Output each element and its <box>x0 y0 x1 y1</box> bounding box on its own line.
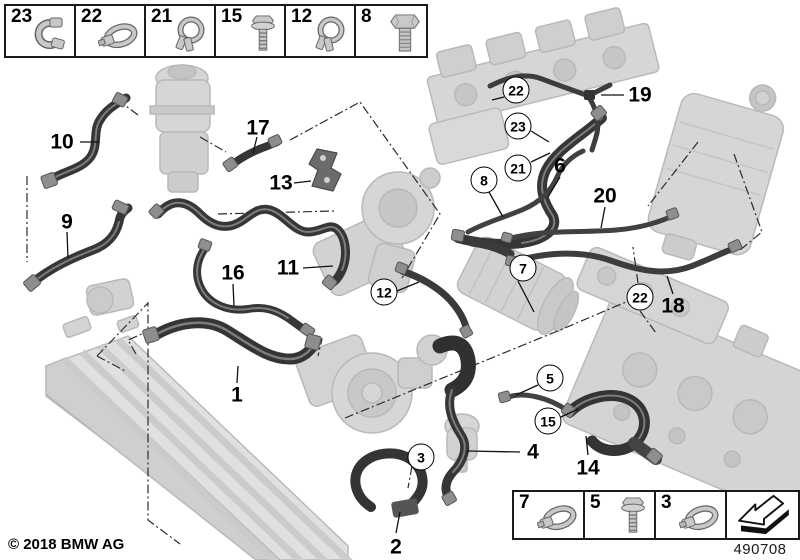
spring-clamp-icon <box>315 16 345 52</box>
callout-6[interactable]: 6 <box>554 154 566 178</box>
radiator <box>45 315 353 560</box>
hex-bolt-icon <box>390 14 420 52</box>
callout-17[interactable]: 17 <box>246 116 270 140</box>
legend-bottom-item-7[interactable]: 7 <box>514 492 585 538</box>
callout-20[interactable]: 20 <box>593 184 617 208</box>
callout-circled-22[interactable]: 22 <box>502 76 530 104</box>
clip-clamp-icon <box>34 17 65 50</box>
coolant-pump <box>294 334 448 434</box>
callout-circled-21[interactable]: 21 <box>504 154 532 182</box>
hose-clamp-icon <box>678 505 719 531</box>
legend-part-number: 23 <box>11 6 33 27</box>
callout-1[interactable]: 1 <box>231 383 243 407</box>
hose-clamp-icon <box>97 23 138 49</box>
legend-top-item-23[interactable]: 23 <box>6 6 76 56</box>
callout-11[interactable]: 11 <box>276 256 300 280</box>
legend-bottom-item-arrow[interactable] <box>727 492 798 538</box>
diagram-number: 490708 <box>733 541 787 558</box>
callout-circled-7[interactable]: 7 <box>509 254 537 282</box>
callout-16[interactable]: 16 <box>221 261 245 285</box>
intercooler <box>456 236 580 335</box>
legend-top-item-22[interactable]: 22 <box>76 6 146 56</box>
legend-part-number: 22 <box>81 6 103 27</box>
legend-part-number: 3 <box>661 492 672 513</box>
direction-arrow-icon <box>737 494 789 535</box>
callout-10[interactable]: 10 <box>50 130 74 154</box>
legend-top-item-8[interactable]: 8 <box>356 6 426 56</box>
callout-14[interactable]: 14 <box>576 456 600 480</box>
small-reservoir <box>149 64 215 193</box>
screw-icon <box>251 15 275 51</box>
faded-engine-parts <box>45 7 800 560</box>
aux-pump <box>85 278 135 316</box>
hose-clamp-icon <box>536 505 577 531</box>
legend-part-number: 15 <box>221 6 243 27</box>
hose-15-pipe <box>503 392 571 414</box>
legend-top-item-21[interactable]: 21 <box>146 6 216 56</box>
copyright-notice: © 2018 BMW AG <box>8 536 125 553</box>
hose-fittings <box>23 91 743 506</box>
legend-part-number: 12 <box>291 6 313 27</box>
callout-circled-15[interactable]: 15 <box>534 407 562 435</box>
bracket-13 <box>308 148 342 192</box>
hose-1 <box>146 317 320 365</box>
hose-20 <box>505 213 675 242</box>
parts-legend-bottom: 7 5 3 <box>512 490 800 540</box>
legend-bottom-item-3[interactable]: 3 <box>656 492 727 538</box>
callout-circled-12[interactable]: 12 <box>370 278 398 306</box>
hose-12 <box>398 267 471 335</box>
callout-13[interactable]: 13 <box>269 171 293 195</box>
legend-top-item-15[interactable]: 15 <box>216 6 286 56</box>
callout-circled-8[interactable]: 8 <box>470 166 498 194</box>
legend-top-item-12[interactable]: 12 <box>286 6 356 56</box>
hose-4-elbow <box>432 335 476 398</box>
dash-dot-lines <box>26 101 763 545</box>
hose-18 <box>509 245 738 275</box>
callout-4[interactable]: 4 <box>527 440 539 464</box>
callout-2[interactable]: 2 <box>390 535 402 559</box>
callout-circled-5[interactable]: 5 <box>536 364 564 392</box>
callout-circled-3[interactable]: 3 <box>407 443 435 471</box>
callout-9[interactable]: 9 <box>61 210 73 234</box>
callout-19[interactable]: 19 <box>628 83 652 107</box>
callout-circled-23[interactable]: 23 <box>504 112 532 140</box>
screw-icon <box>621 497 645 533</box>
callout-18[interactable]: 18 <box>661 294 685 318</box>
legend-part-number: 21 <box>151 6 173 27</box>
legend-part-number: 7 <box>519 492 530 513</box>
legend-bottom-item-5[interactable]: 5 <box>585 492 656 538</box>
hose-6-end <box>467 237 515 259</box>
legend-part-number: 5 <box>590 492 601 513</box>
leader-lines <box>66 94 674 534</box>
hose-vent <box>465 148 586 235</box>
parts-legend-top: 23 22 21 15 12 8 <box>4 4 428 58</box>
spring-clamp-icon <box>175 16 205 52</box>
callout-circled-22[interactable]: 22 <box>626 283 654 311</box>
expansion-tank <box>647 84 785 261</box>
legend-part-number: 8 <box>361 6 372 27</box>
